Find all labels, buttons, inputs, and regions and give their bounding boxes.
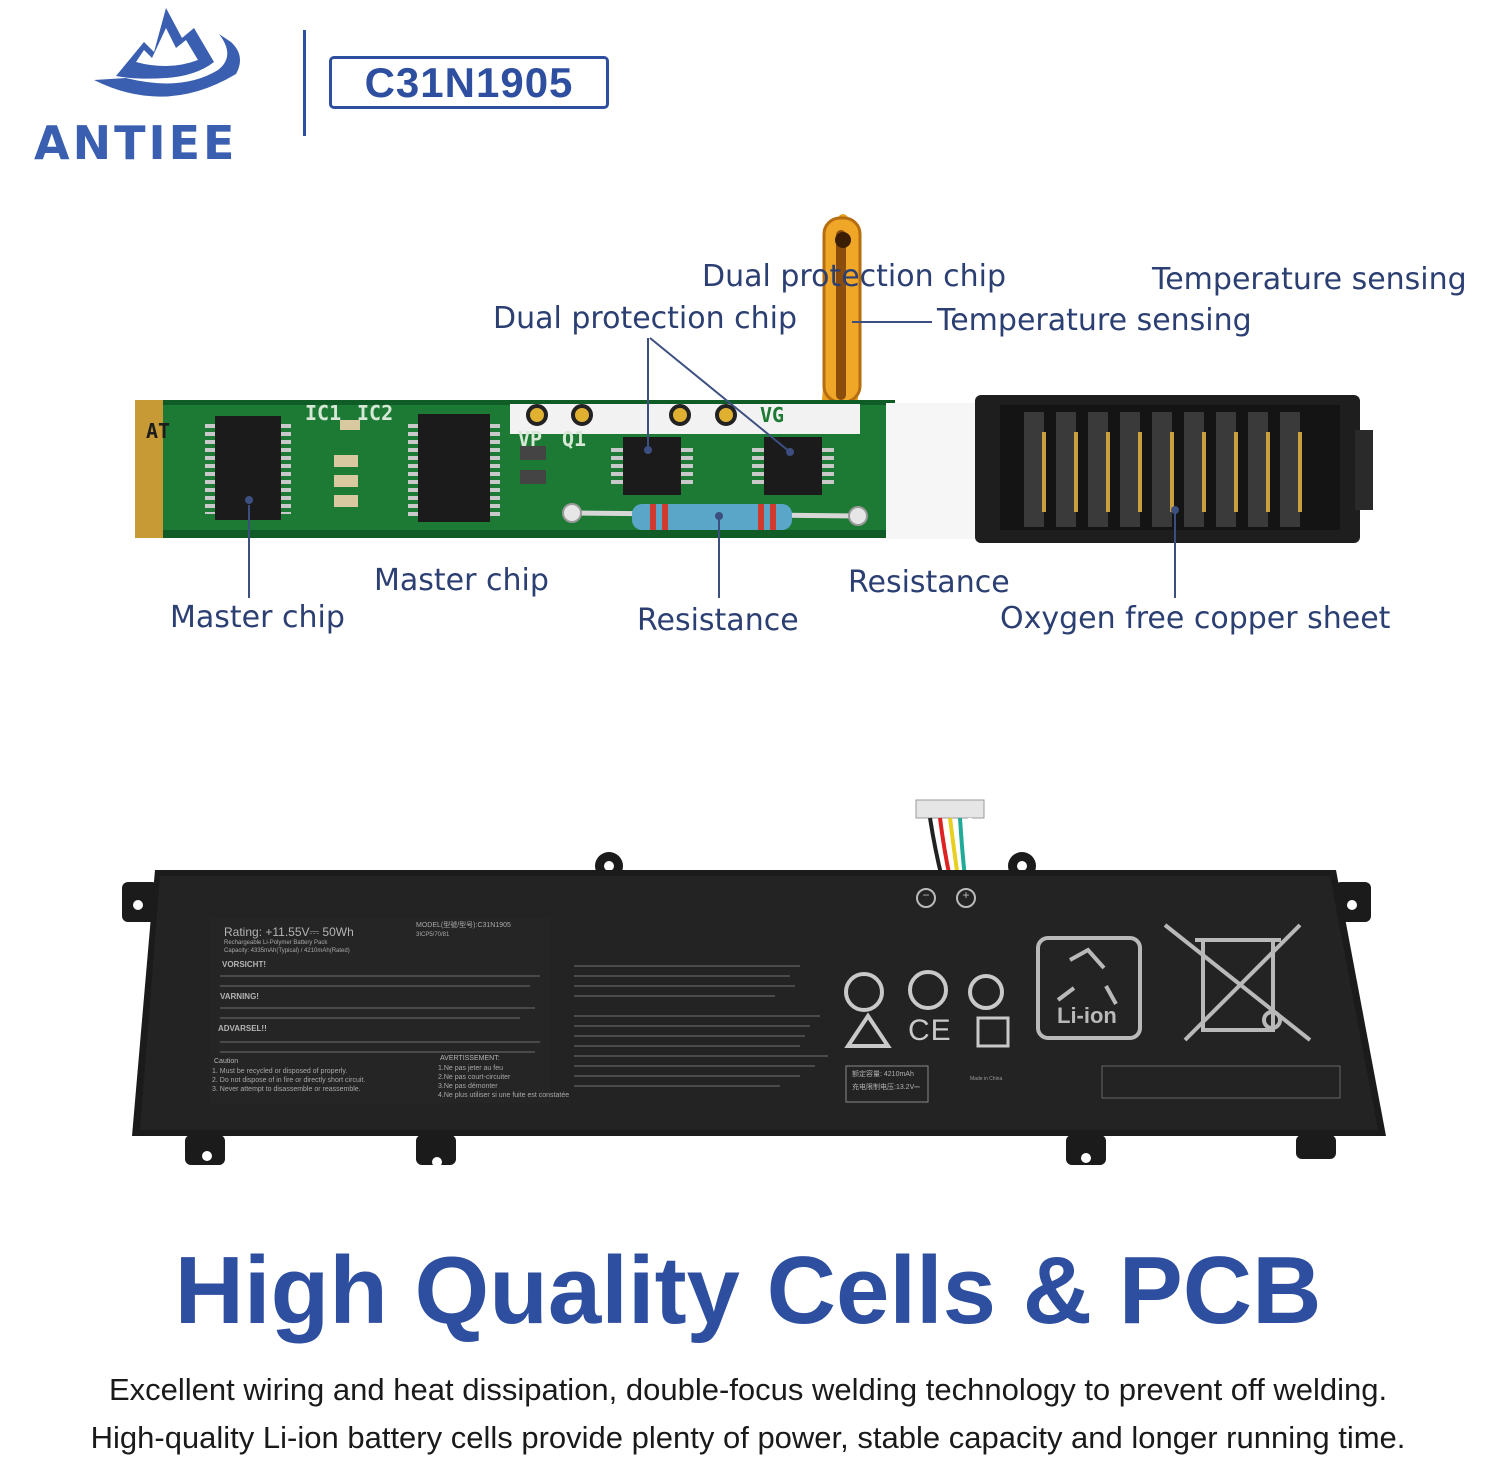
copper-connector-icon <box>975 395 1373 543</box>
cert-mark-2-icon <box>908 970 948 1010</box>
pcb-illustration: IC1 IC2 VP Q1 VG AT <box>135 214 1373 598</box>
callout-oxygen-free-copper-sheet: Oxygen free copper sheet <box>1000 601 1391 636</box>
resistor-icon <box>562 503 868 530</box>
callout-master-chip-secondary: Master chip <box>170 600 345 635</box>
model-number-badge: C31N1905 <box>329 56 609 109</box>
battery-pack-type: Rechargeable Li-Polymer Battery Pack <box>224 940 328 946</box>
silk-at: AT <box>146 419 170 443</box>
avertissement-title: AVERTISSEMENT: <box>440 1055 500 1062</box>
battery-capacity: Capacity: 4335mAh(Typical) / 4210mAh(Rat… <box>224 948 350 954</box>
callout-temperature-sensing: Temperature sensing <box>1152 262 1467 297</box>
battery-model-line: MODEL(型號/型号):C31N1905 <box>416 922 511 929</box>
callout-leader-lines <box>248 321 1176 598</box>
china-rohs-icon <box>976 1016 1010 1048</box>
callout-resistance: Resistance <box>848 565 1010 600</box>
terminal-plus-label: + <box>962 888 970 902</box>
crossed-bin-icon <box>1163 923 1312 1042</box>
headline: High Quality Cells & PCB <box>174 1237 1322 1344</box>
header-divider <box>303 30 306 136</box>
mountain-logo-icon <box>94 8 240 97</box>
pcb-diagram: IC1 IC2 VP Q1 VG AT <box>0 200 1496 665</box>
description-line-2: High-quality Li-ion battery cells provid… <box>90 1420 1406 1455</box>
silk-ic1: IC1 <box>305 401 341 425</box>
fine-print-block <box>220 965 828 1087</box>
silk-vg: VG <box>760 403 784 427</box>
description-line-1: Excellent wiring and heat dissipation, d… <box>108 1372 1388 1407</box>
made-in-label: Made in China <box>970 1076 1003 1082</box>
eco-mark-icon <box>968 974 1004 1010</box>
battery-pack-image <box>0 790 1496 1195</box>
callout-master-chip: Master chip <box>374 563 549 598</box>
battery-cell-code: 3ICP5/70/81 <box>416 932 450 938</box>
terminal-plus-icon <box>956 888 976 908</box>
battery-illustration <box>122 799 1386 1167</box>
callout-dual-protection-chip-secondary: Dual protection chip <box>493 301 798 336</box>
protection-chip-2-icon <box>752 437 834 495</box>
avertissement-list: 1.Ne pas jeter au feu 2.Ne pas court-cir… <box>438 1064 569 1100</box>
caution-list: 1. Must be recycled or disposed of prope… <box>212 1067 365 1094</box>
master-chip-2-icon <box>408 414 500 522</box>
silk-q1: Q1 <box>562 427 586 451</box>
silk-vp: VP <box>518 427 542 451</box>
charge-limit: 充电限制电压:13.2V⎓ <box>852 1084 920 1091</box>
avertissement-line: 3.Ne pas démonter <box>438 1083 498 1090</box>
terminal-minus-label: − <box>922 888 930 902</box>
warning-triangle-icon <box>844 1012 892 1048</box>
battery-rating: Rating: +11.55V⎓ 50Wh <box>224 925 354 939</box>
brand-name: ANTIEE <box>34 116 238 170</box>
callout-temperature-sensing-secondary: Temperature sensing <box>937 303 1252 338</box>
brand-logo <box>86 4 246 121</box>
varning-title: VARNING! <box>220 992 259 1001</box>
avertissement-line: 4.Ne plus utiliser si une fuite est cons… <box>438 1092 570 1099</box>
li-ion-badge: Li-ion <box>1057 1003 1117 1028</box>
ce-mark: CE <box>908 1014 952 1047</box>
caution-line: 3. Never attempt to disassemble or reass… <box>212 1086 361 1093</box>
cert-mark-1-icon <box>844 972 884 1012</box>
avertissement-line: 2.Ne pas court-circuiter <box>438 1074 511 1081</box>
advarsel-title: ADVARSEL!! <box>218 1024 267 1033</box>
rated-capacity: 额定容量: 4210mAh <box>852 1071 914 1078</box>
caution-line: 1. Must be recycled or disposed of prope… <box>212 1068 348 1075</box>
protection-chip-1-icon <box>611 437 693 495</box>
silk-ic2: IC2 <box>357 401 393 425</box>
master-chip-1-icon <box>205 416 291 520</box>
recycle-symbol-icon <box>1036 936 1142 1040</box>
caution-title: Caution <box>214 1058 239 1065</box>
terminal-minus-icon <box>916 888 936 908</box>
callout-dual-protection-chip: Dual protection chip <box>702 259 1007 294</box>
callout-resistance-secondary: Resistance <box>637 603 799 638</box>
vorsicht-title: VORSICHT! <box>222 960 266 969</box>
caution-line: 2. Do not dispose of in fire or directly… <box>212 1077 366 1084</box>
avertissement-line: 1.Ne pas jeter au feu <box>438 1065 503 1072</box>
